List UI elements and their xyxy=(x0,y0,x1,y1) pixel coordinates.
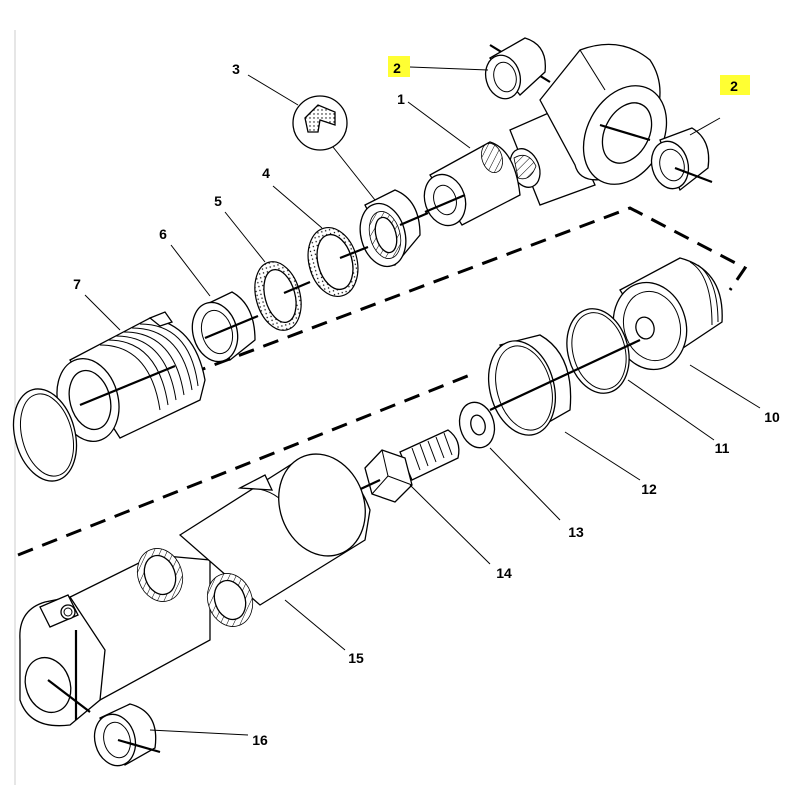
ring-11 xyxy=(566,308,630,394)
bushing-2-right xyxy=(650,127,713,192)
sleeve-1 xyxy=(423,141,521,227)
wear-ring-4 xyxy=(307,227,369,297)
callout-10: 10 xyxy=(764,409,780,425)
rod-eye-end xyxy=(489,43,668,206)
seal-profile-detail xyxy=(292,95,376,201)
leader-lines xyxy=(84,66,761,736)
callout-6: 6 xyxy=(159,226,167,242)
callout-1: 1 xyxy=(397,91,405,107)
callout-14: 14 xyxy=(496,565,512,581)
ring-5 xyxy=(254,261,311,331)
bolt-14 xyxy=(351,429,460,503)
bushing-16 xyxy=(93,703,161,767)
piston-10 xyxy=(612,257,723,371)
callout-labels: 2 2 1 3 4 5 6 7 10 11 12 13 14 15 16 xyxy=(73,56,780,748)
highlight-marker-2a xyxy=(388,56,410,77)
callout-12: 12 xyxy=(641,481,657,497)
callout-3: 3 xyxy=(232,61,240,77)
callout-4: 4 xyxy=(262,165,270,181)
callout-13: 13 xyxy=(568,524,584,540)
callout-2a: 2 xyxy=(393,60,401,76)
bushing-2-upper xyxy=(484,37,546,100)
gland-7 xyxy=(56,311,206,442)
callout-5: 5 xyxy=(214,193,222,209)
callout-11: 11 xyxy=(715,440,730,456)
callout-15: 15 xyxy=(348,650,364,666)
highlight-marker-2b xyxy=(720,75,750,95)
callout-7: 7 xyxy=(73,276,81,292)
callout-16: 16 xyxy=(252,732,268,748)
dashed-connector xyxy=(17,206,748,557)
seal-3 xyxy=(359,189,429,268)
washer-13 xyxy=(458,401,496,449)
wear-band-12 xyxy=(488,334,641,436)
callout-2b: 2 xyxy=(730,78,738,94)
cylinder-tube xyxy=(19,548,211,727)
rod-body-15 xyxy=(178,453,371,627)
o-ring-left xyxy=(12,388,78,482)
bushing-6 xyxy=(191,291,259,363)
